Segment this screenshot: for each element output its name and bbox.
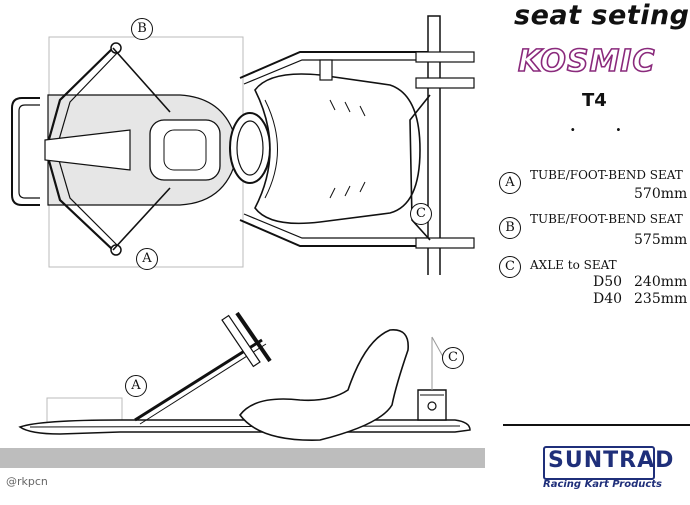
suntrad-logo: SUNTRAD: [548, 448, 675, 473]
ground-bar: [0, 448, 485, 468]
spec-c-label: AXLE to SEAT: [530, 258, 617, 272]
marker-a-side: A: [125, 375, 147, 397]
suntrad-tagline: Racing Kart Products: [543, 479, 663, 490]
marker-a-top: A: [136, 248, 158, 270]
frame-rail-top: [239, 51, 430, 79]
brand-logo: KOSMIC: [517, 43, 656, 80]
top-view-drawing: [11, 15, 475, 275]
credit-text: @rkpcn: [6, 475, 48, 488]
marker-b-top: B: [131, 18, 153, 40]
spec-b-label: TUBE/FOOT-BEND SEAT: [530, 212, 683, 226]
spec-a-marker: A: [499, 172, 521, 194]
decorative-dots: ··: [570, 120, 662, 139]
spec-b-marker: B: [499, 217, 521, 239]
side-view-drawing: [0, 311, 485, 468]
spec-c-d50-code: D50: [593, 274, 623, 290]
seat-shell: [254, 73, 421, 225]
spec-a-value: 570mm: [634, 186, 688, 202]
seat-side: [239, 329, 409, 441]
mount-top: [110, 42, 122, 54]
mount-bottom: [110, 244, 122, 256]
steering-wheel: [229, 112, 271, 184]
footer-divider: [503, 424, 690, 426]
spec-c-d50-value: 240mm: [634, 274, 688, 290]
spec-b-value: 575mm: [634, 232, 688, 248]
spec-c-marker: C: [499, 256, 521, 278]
suntrad-logo-box: [543, 446, 655, 480]
front-bumper: [11, 97, 40, 206]
spec-a-label: TUBE/FOOT-BEND SEAT: [530, 168, 683, 182]
frame-rail-bottom: [239, 219, 430, 247]
spec-c-d40-code: D40: [593, 291, 623, 307]
spec-c-d40-value: 235mm: [634, 291, 688, 307]
marker-c-side: C: [442, 347, 464, 369]
steering-column: [134, 338, 263, 422]
diagram-title: seat seting: [514, 0, 690, 31]
model-name: T4: [582, 90, 607, 111]
marker-c-top: C: [410, 203, 432, 225]
